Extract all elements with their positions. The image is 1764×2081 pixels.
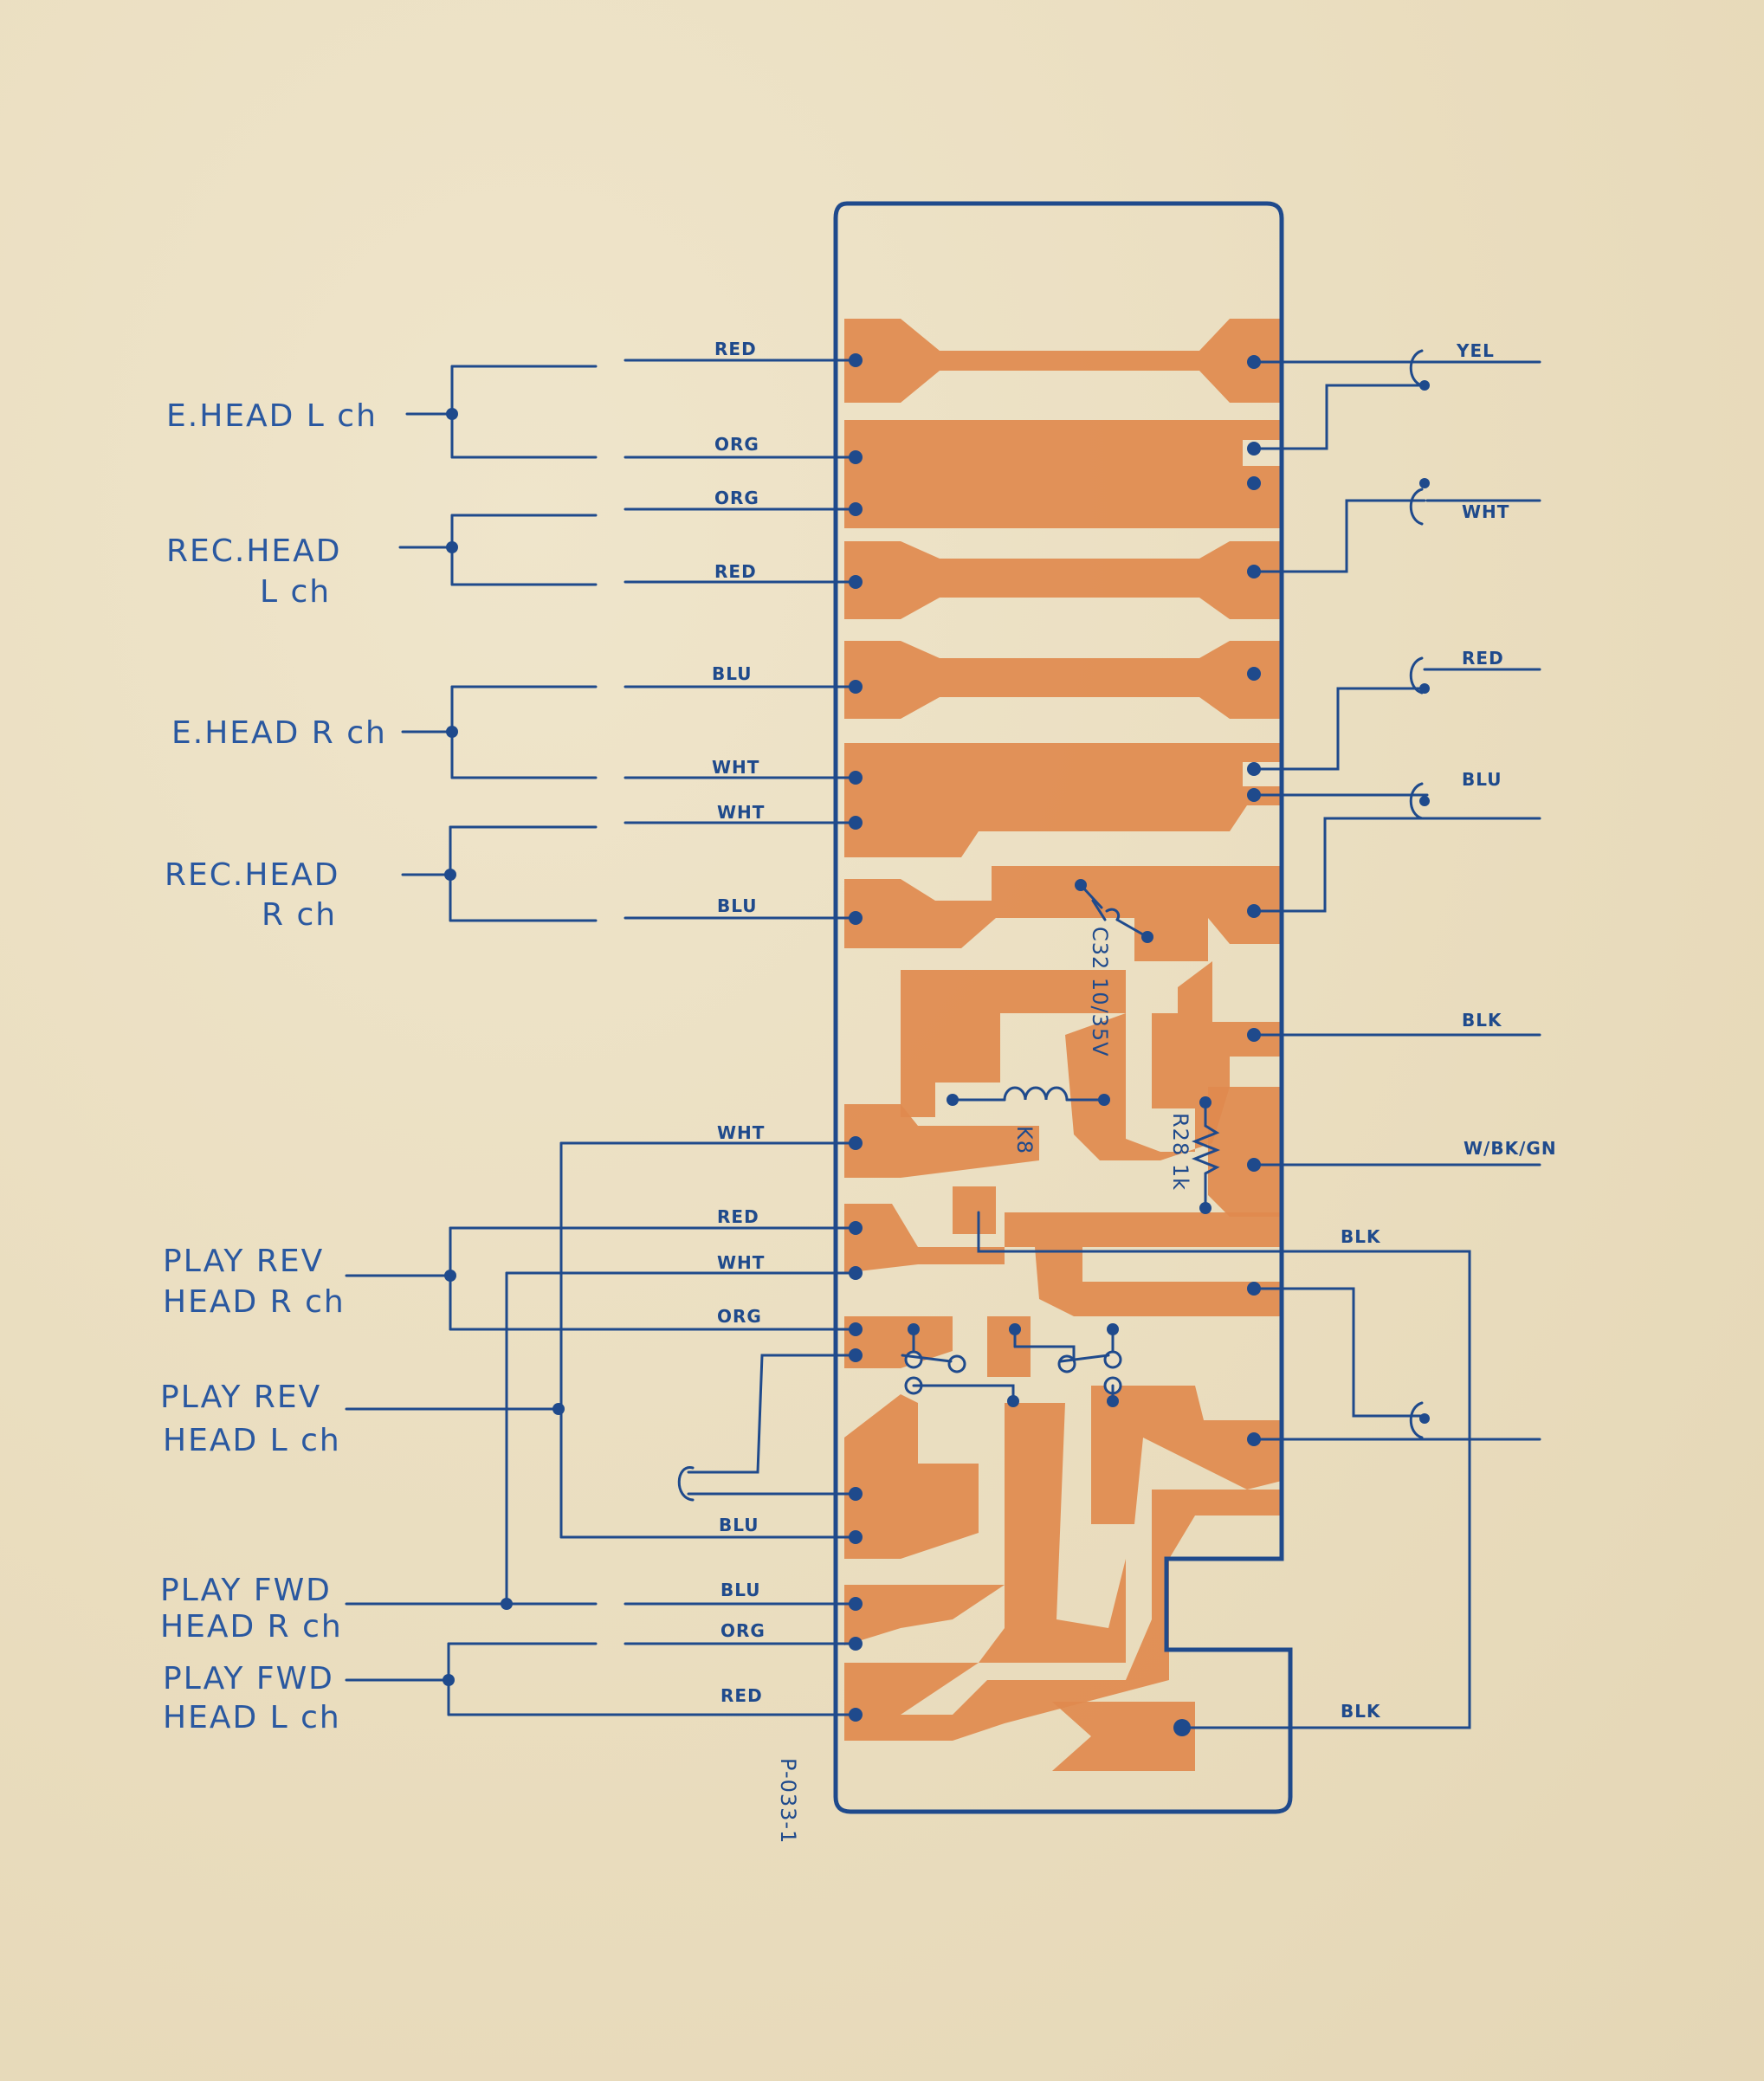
wire-label: YEL bbox=[1456, 340, 1495, 361]
wire-label: BLK bbox=[1341, 1226, 1381, 1247]
left-wires bbox=[345, 359, 857, 1716]
label-e-head-r: E.HEAD R ch bbox=[171, 715, 387, 751]
resistor-label: R28 1k bbox=[1168, 1113, 1192, 1191]
label-play-rev-l-ch: HEAD L ch bbox=[163, 1423, 341, 1458]
wire-label: WHT bbox=[1462, 501, 1509, 522]
inductor-label: K8 bbox=[1012, 1126, 1037, 1154]
wire-label: ORG bbox=[714, 488, 759, 508]
capacitor-c32 bbox=[1075, 879, 1153, 943]
wire-label: BLU bbox=[1462, 769, 1502, 790]
wire-label: BLK bbox=[1341, 1701, 1381, 1722]
label-play-rev-l: PLAY REV bbox=[160, 1380, 321, 1415]
wire-label: RED bbox=[717, 1206, 759, 1227]
components bbox=[850, 879, 1221, 1407]
label-play-rev-r-ch: HEAD R ch bbox=[163, 1284, 346, 1320]
wire-label: ORG bbox=[717, 1306, 762, 1327]
wire-label: WHT bbox=[712, 757, 759, 778]
wire-label: WHT bbox=[717, 802, 765, 823]
right-wire-labels: YEL WHT RED BLU BLK W/BK/GN BLK BLK bbox=[1341, 340, 1557, 1722]
left-wire-labels: RED ORG ORG RED BLU WHT WHT BLU WHT RED … bbox=[712, 339, 766, 1706]
label-play-fwd-l-ch: HEAD L ch bbox=[163, 1700, 341, 1735]
wire-label: BLK bbox=[1462, 1010, 1502, 1031]
wire-label: BLU bbox=[717, 895, 758, 916]
wire-label: WHT bbox=[717, 1122, 765, 1143]
wire-label: WHT bbox=[717, 1252, 765, 1273]
wire-label: BLU bbox=[712, 663, 753, 684]
inductor-k8 bbox=[947, 1086, 1110, 1106]
wire-label: BLU bbox=[719, 1515, 759, 1535]
label-rec-head-l-ch: L ch bbox=[260, 574, 331, 610]
wire-label: ORG bbox=[714, 434, 759, 455]
label-e-head-l: E.HEAD L ch bbox=[166, 398, 378, 434]
left-pad-dots bbox=[849, 353, 863, 1722]
wire-label: RED bbox=[720, 1685, 763, 1706]
copper-traces bbox=[844, 319, 1282, 1771]
capacitor-label: C32 10/35V bbox=[1088, 927, 1112, 1057]
right-pad-dots bbox=[1173, 355, 1261, 1736]
wire-label: RED bbox=[714, 561, 757, 582]
switch bbox=[850, 1323, 1122, 1407]
label-rec-head-r: REC.HEAD bbox=[165, 857, 340, 893]
right-wires bbox=[977, 349, 1541, 1729]
label-play-fwd-r-ch: HEAD R ch bbox=[160, 1609, 343, 1645]
label-play-fwd-r: PLAY FWD bbox=[160, 1573, 332, 1608]
label-play-fwd-l: PLAY FWD bbox=[163, 1661, 334, 1696]
wire-label: RED bbox=[1462, 648, 1504, 669]
board-outline bbox=[833, 201, 1293, 1814]
label-rec-head-r-ch: R ch bbox=[262, 897, 337, 933]
board-id-label: P-033-1 bbox=[776, 1758, 800, 1844]
label-rec-head-l: REC.HEAD bbox=[166, 533, 342, 569]
resistor-r28 bbox=[1191, 1096, 1221, 1214]
wire-label: ORG bbox=[720, 1620, 766, 1641]
component-labels: C32 10/35V R28 1k K8 P-033-1 bbox=[776, 927, 1192, 1844]
wire-label: BLU bbox=[720, 1580, 761, 1600]
wire-label: RED bbox=[714, 339, 757, 359]
label-play-rev-r: PLAY REV bbox=[163, 1244, 324, 1279]
wire-label: W/BK/GN bbox=[1464, 1138, 1557, 1159]
head-labels: E.HEAD L ch REC.HEAD L ch E.HEAD R ch RE… bbox=[160, 398, 387, 1735]
